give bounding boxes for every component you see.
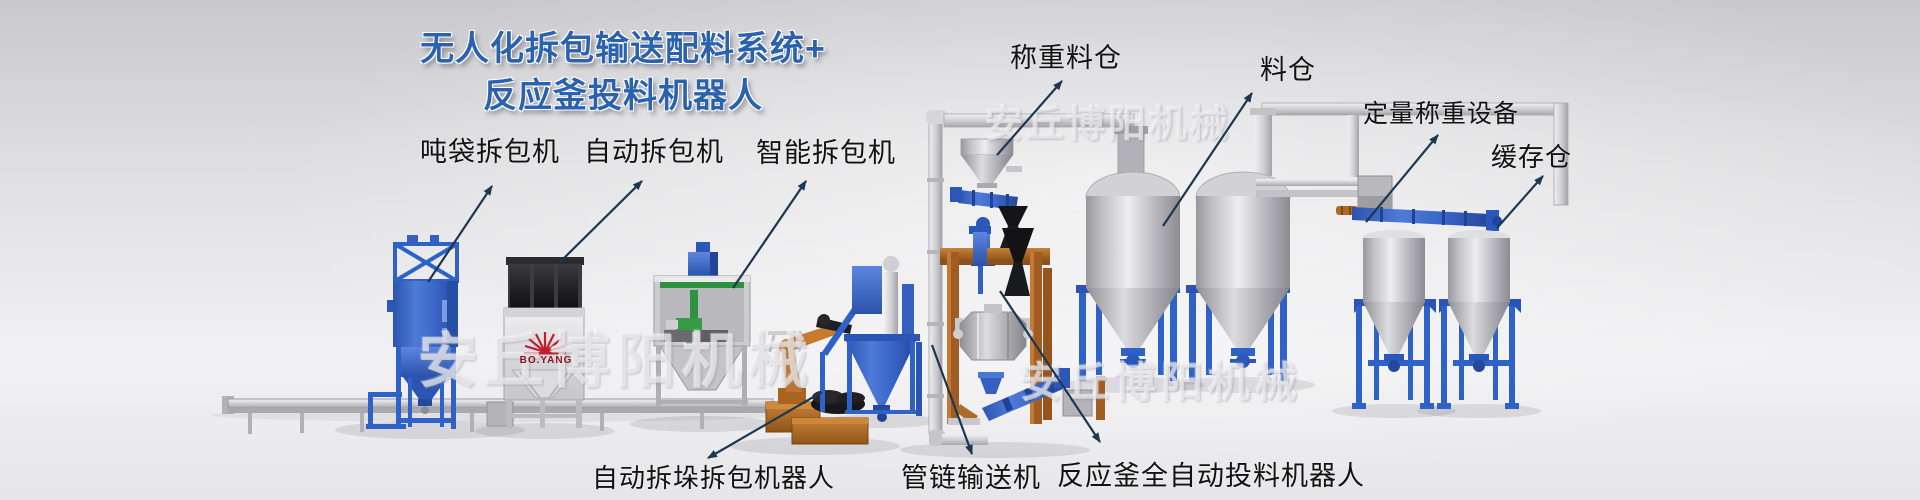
depalletizing-robot: [765, 314, 869, 445]
watermark-top: 安丘博阳机械: [985, 104, 1232, 146]
arrow-weighing-silo: [996, 80, 1063, 156]
label-smart-unpacker: 智能拆包机: [756, 138, 896, 168]
reactor-feeding-station: [940, 226, 1105, 424]
auto-unpacker-machine: [503, 257, 585, 428]
arrow-depalletizing-robot: [707, 391, 823, 459]
inclined-tube-conveyor: [948, 368, 1070, 425]
label-reactor-feeding-robot: 反应釜全自动投料机器人: [1057, 461, 1365, 491]
smart-unpacker-machine: [653, 242, 751, 406]
label-auto-unpacker: 自动拆包机: [584, 137, 724, 167]
pipework: [926, 102, 1569, 446]
arrow-silo: [1162, 92, 1253, 227]
buffer-silo-right: [1437, 230, 1521, 409]
label-tube-chain-conveyor: 管链输送机: [901, 463, 1041, 493]
banner-title: 无人化拆包输送配料系统+ 反应釜投料机器人: [398, 26, 848, 120]
boyang-logo-icon: [524, 332, 566, 355]
watermark-bottom-right: 安丘博阳机械: [1020, 359, 1303, 406]
label-depalletizing-robot: 自动拆垛拆包机器人: [592, 463, 836, 493]
buffer-silo-left: [1352, 230, 1436, 409]
label-ton-bag-unpacker: 吨袋拆包机: [420, 137, 560, 167]
arrow-reactor-robot: [999, 290, 1101, 443]
boyang-logo-text: BO.YANG: [519, 355, 573, 366]
arrow-dosing-weigher: [1365, 134, 1439, 223]
label-weighing-silo: 称重料仓: [1010, 43, 1122, 73]
watermark-center: 安丘博阳机械: [418, 328, 814, 395]
banner-title-line2: 反应釜投料机器人: [483, 77, 763, 115]
dosing-weigher-unit: [1256, 175, 1502, 231]
label-dosing-weigher: 定量称重设备: [1363, 100, 1520, 128]
ton-bag-unpacker-machine: [366, 235, 459, 429]
arrow-tube-chain-conveyor: [930, 344, 974, 455]
arrow-auto-unpacker: [559, 180, 643, 263]
arrow-smart-unpacker: [732, 180, 807, 289]
blue-cone-hopper-station: [820, 256, 922, 422]
label-silo: 料仓: [1260, 55, 1316, 85]
storage-silo-left: [1076, 171, 1181, 381]
arrow-buffer-silo: [1496, 175, 1544, 229]
label-buffer-silo: 缓存仓: [1491, 142, 1573, 172]
banner-title-line1: 无人化拆包输送配料系统+: [420, 30, 826, 68]
arrow-ton-bag-unpacker: [427, 185, 493, 283]
